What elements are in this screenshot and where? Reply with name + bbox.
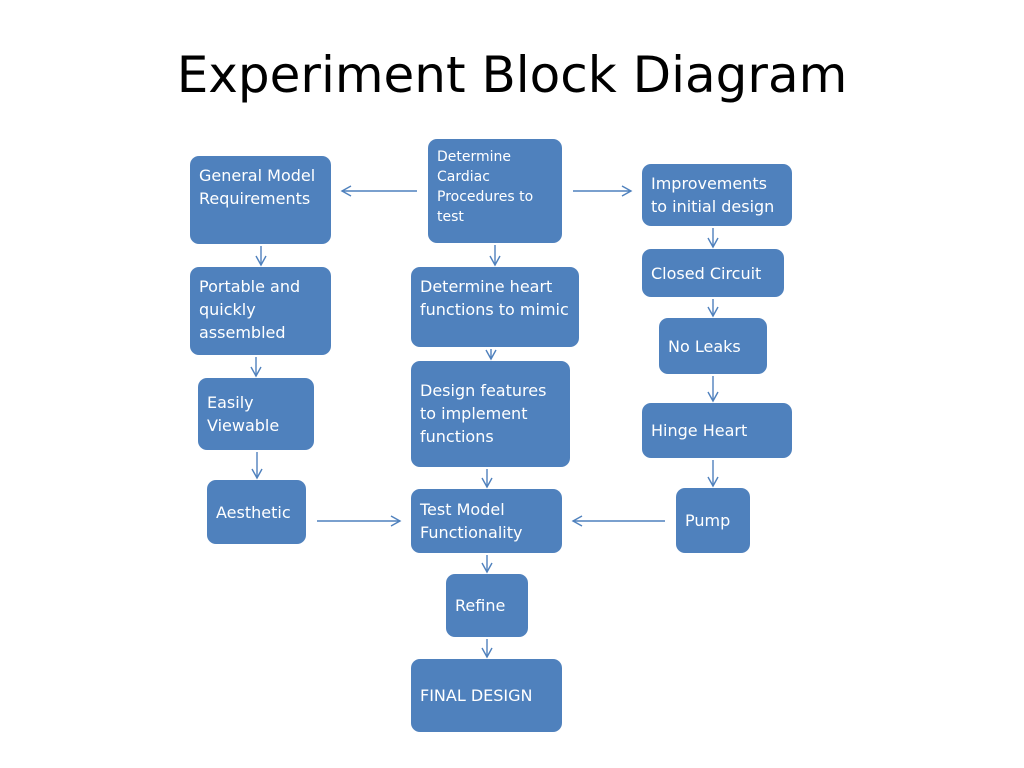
node-portable: Portable and quickly assembled <box>190 267 331 355</box>
slide-title: Experiment Block Diagram <box>176 46 848 104</box>
node-design-features: Design features to implement functions <box>411 361 570 467</box>
node-easily-viewable: Easily Viewable <box>198 378 314 450</box>
node-hinge-heart: Hinge Heart <box>642 403 792 458</box>
node-closed-circuit: Closed Circuit <box>642 249 784 297</box>
node-refine: Refine <box>446 574 528 637</box>
node-no-leaks: No Leaks <box>659 318 767 374</box>
node-test-model: Test Model Functionality <box>411 489 562 553</box>
node-determine-cardiac: Determine Cardiac Procedures to test <box>428 139 562 243</box>
node-pump: Pump <box>676 488 750 553</box>
node-improvements: Improvements to initial design <box>642 164 792 226</box>
node-aesthetic: Aesthetic <box>207 480 306 544</box>
node-general-model: General Model Requirements <box>190 156 331 244</box>
node-final-design: FINAL DESIGN <box>411 659 562 732</box>
node-determine-heart: Determine heart functions to mimic <box>411 267 579 347</box>
